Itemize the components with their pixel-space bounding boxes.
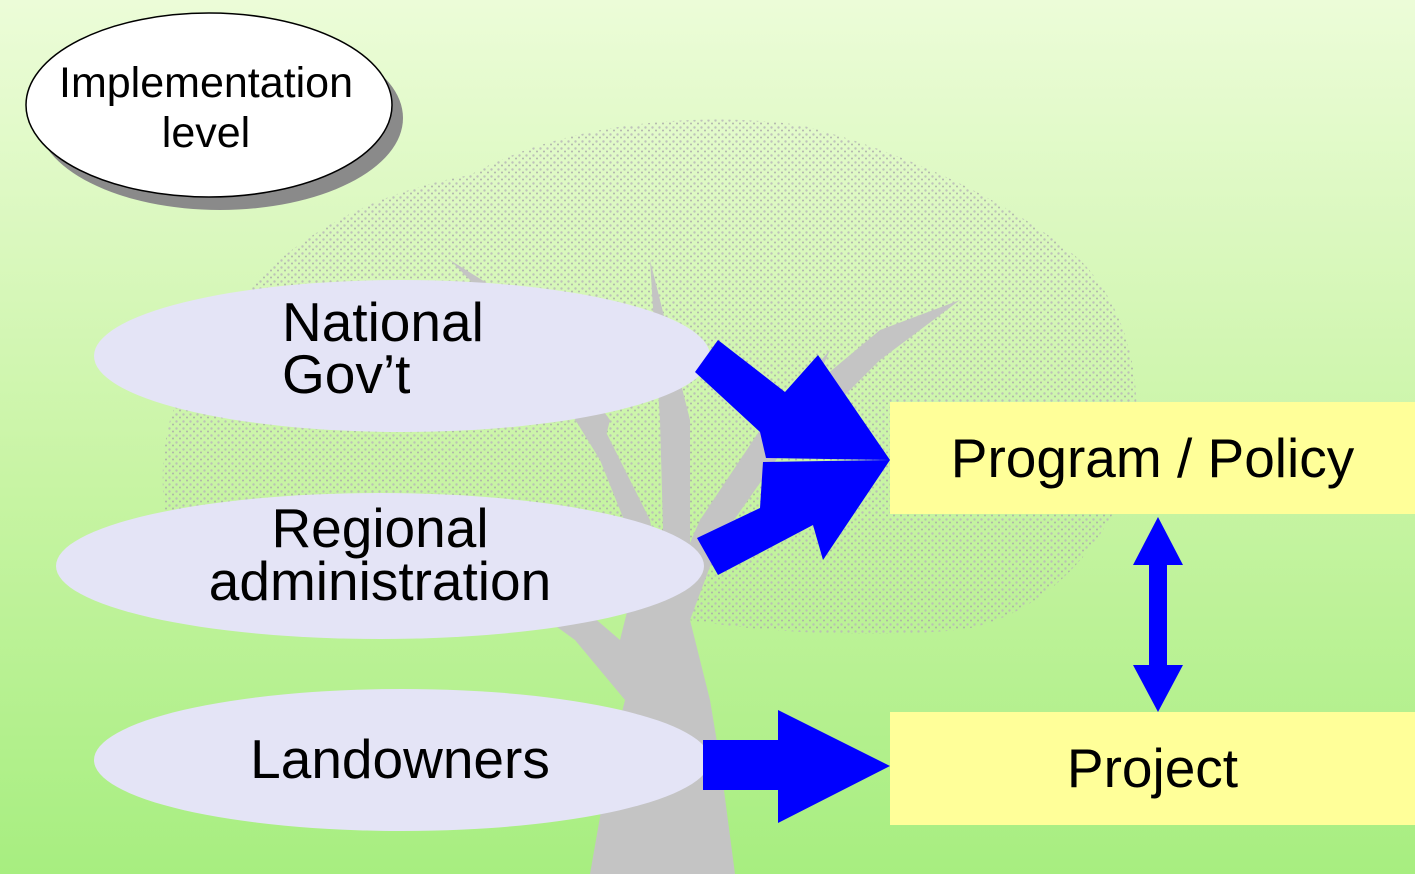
landowners-label: Landowners [180, 732, 620, 787]
project-label: Project [1066, 737, 1239, 799]
program-policy-label: Program / Policy [950, 427, 1355, 489]
double-arrow-program-project-icon [1133, 517, 1183, 712]
actor-ellipse-national [94, 280, 710, 432]
national-govt-label: National Gov’t [270, 291, 552, 405]
implementation-level-label: Implementation level [26, 58, 386, 158]
arrow-national-to-program-icon [695, 340, 890, 460]
actor-ellipse-landowners [94, 689, 710, 831]
implementation-level-line1: Implementation [59, 59, 353, 107]
regional-administration-line2: administration [208, 550, 552, 612]
arrow-landowners-to-project-icon [703, 710, 890, 823]
implementation-level-line2: level [161, 109, 251, 157]
actor-ellipse-regional [56, 493, 704, 639]
arrow-regional-to-program-icon [697, 460, 890, 575]
project-box [890, 712, 1415, 825]
national-govt-line2: Gov’t [282, 343, 411, 405]
regional-administration-label: Regional administration [170, 497, 590, 612]
national-govt-line1: National [282, 291, 484, 353]
landowners-line1: Landowners [250, 728, 550, 790]
regional-administration-line1: Regional [271, 497, 489, 559]
program-policy-box [890, 402, 1415, 514]
implementation-level-badge [25, 12, 403, 210]
